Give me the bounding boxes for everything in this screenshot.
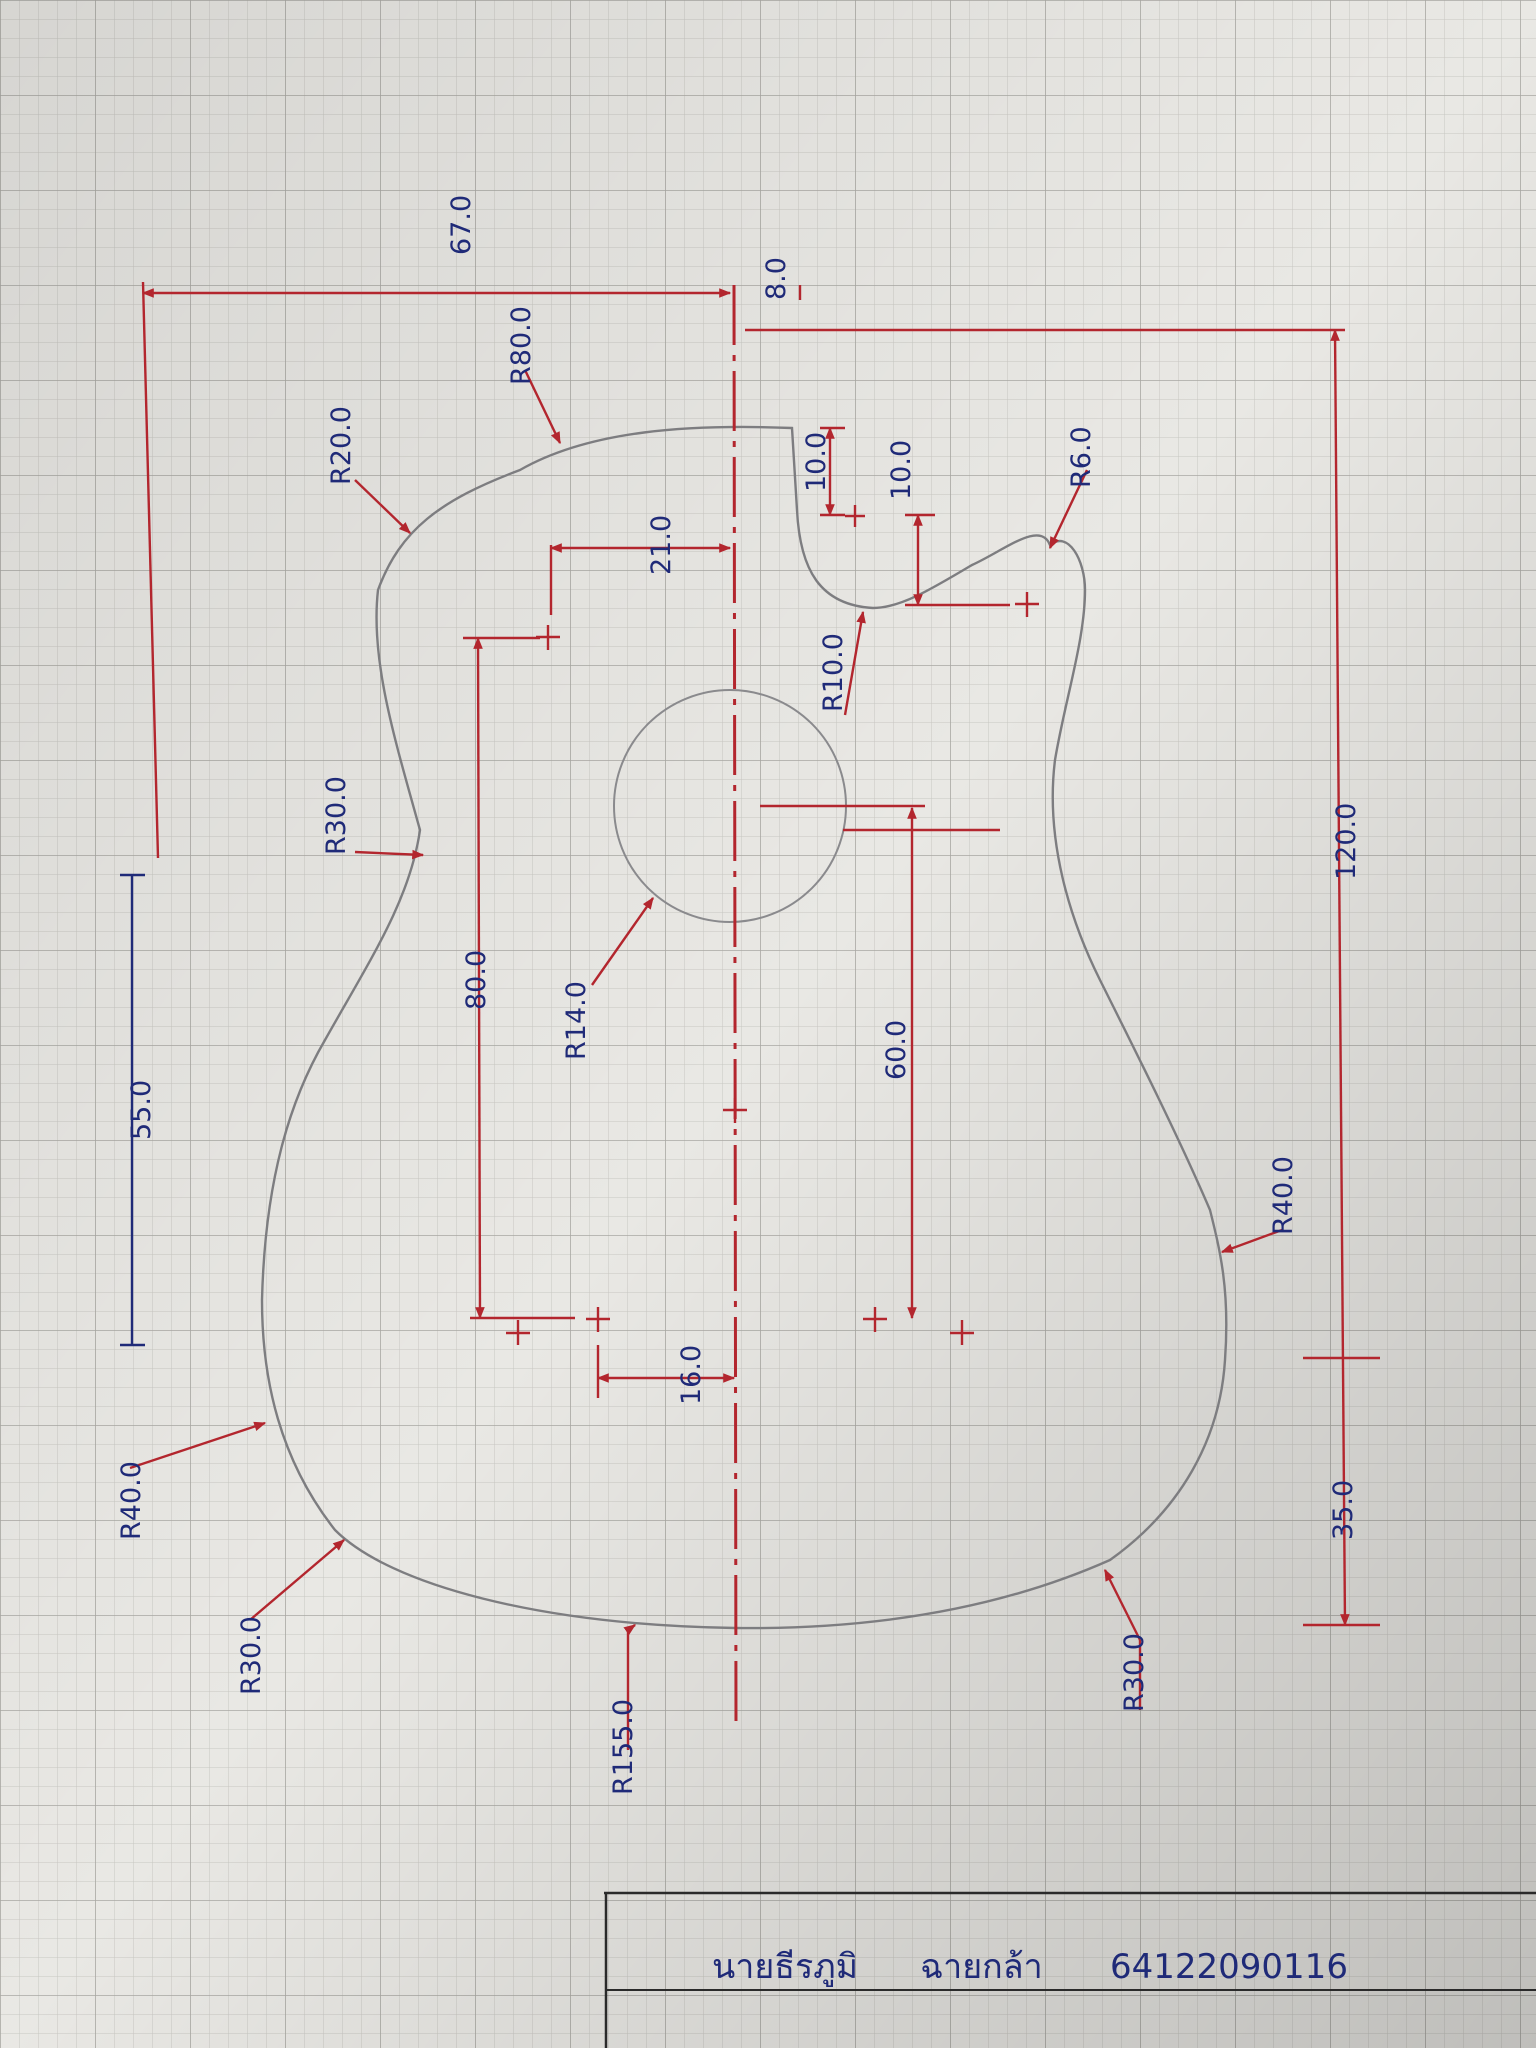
dim-67: 67.0 bbox=[446, 195, 477, 255]
dim-35: 35.0 bbox=[1328, 1480, 1359, 1540]
dim-21: 21.0 bbox=[646, 515, 677, 575]
title-student-id: 64122090116 bbox=[1110, 1947, 1348, 1987]
title-block: นายธีรภูมิ ฉายกล้า 64122090116 bbox=[604, 1891, 1536, 2048]
dim-16: 16.0 bbox=[676, 1345, 707, 1405]
radius-30-waist: R30.0 bbox=[321, 776, 352, 855]
title-name: นายธีรภูมิ bbox=[712, 1947, 858, 1987]
reference-marks bbox=[506, 505, 1039, 1345]
dimension-labels: 67.0 8.0 120.0 35.0 55.0 80.0 60.0 21.0 … bbox=[116, 195, 1362, 1795]
dim-8: 8.0 bbox=[761, 257, 792, 300]
dim-55: 55.0 bbox=[126, 1080, 157, 1140]
radius-80: R80.0 bbox=[506, 306, 537, 385]
radius-40-lower-left: R40.0 bbox=[116, 1461, 147, 1540]
dimension-lines bbox=[120, 281, 1380, 1627]
dim-60: 60.0 bbox=[881, 1020, 912, 1080]
dim-120: 120.0 bbox=[1331, 803, 1362, 880]
dim-10-side: 10.0 bbox=[886, 440, 917, 500]
radius-155: R155.0 bbox=[608, 1699, 639, 1795]
title-surname: ฉายกล้า bbox=[920, 1947, 1043, 1987]
radius-30-lower-left: R30.0 bbox=[236, 1616, 267, 1695]
dim-80: 80.0 bbox=[461, 950, 492, 1010]
dim-10-top: 10.0 bbox=[801, 432, 832, 492]
radius-6: R6.0 bbox=[1066, 426, 1097, 488]
radius-20: R20.0 bbox=[326, 406, 357, 485]
radius-10: R10.0 bbox=[818, 633, 849, 712]
centerline bbox=[732, 284, 738, 1731]
radius-leaders bbox=[129, 369, 1283, 1750]
radius-14: R14.0 bbox=[561, 981, 592, 1060]
body-outline bbox=[260, 425, 1228, 1630]
radius-40-right: R40.0 bbox=[1268, 1156, 1299, 1235]
radius-30-lower-right: R30.0 bbox=[1119, 1633, 1150, 1712]
